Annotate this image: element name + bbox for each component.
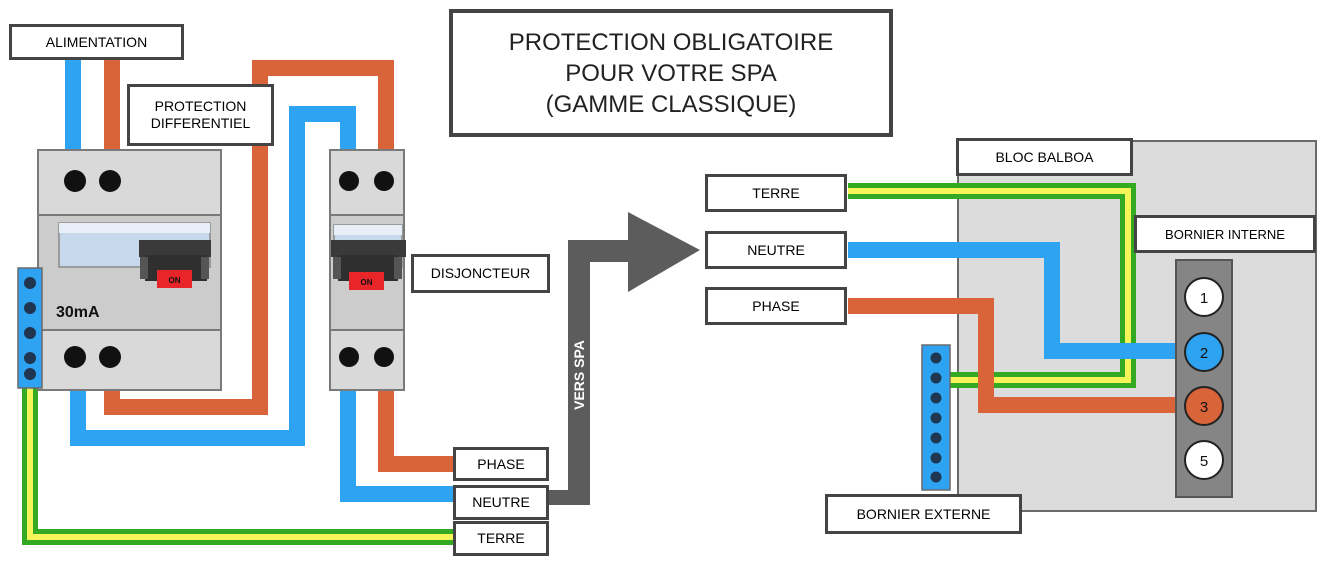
rcd-screw-top-left	[64, 170, 86, 192]
breaker-device	[329, 149, 406, 391]
output-terre-label: TERRE	[453, 521, 549, 556]
rcd-device	[37, 149, 222, 391]
bornier-externe-label: BORNIER EXTERNE	[825, 494, 1022, 534]
breaker-screw-top-left	[339, 171, 359, 191]
terminal-2-label: 2	[1200, 345, 1208, 362]
terminal-1-label: 1	[1200, 290, 1208, 307]
disjoncteur-label: DISJONCTEUR	[411, 254, 550, 293]
internal-terminal-block	[1175, 259, 1233, 498]
title-line-2: POUR VOTRE SPA	[565, 59, 777, 87]
terminal-5-label: 5	[1200, 453, 1208, 470]
terminal-3	[1184, 386, 1224, 426]
vers-spa-label: VERS SPA	[571, 340, 587, 410]
breaker-on-label: ON	[361, 278, 373, 287]
bornier-interne-label: BORNIER INTERNE	[1134, 215, 1316, 253]
spa-neutral-wire	[848, 242, 1185, 359]
title-line-3: (GAMME CLASSIQUE)	[545, 90, 797, 118]
page-title: PROTECTION OBLIGATOIRE POUR VOTRE SPA (G…	[449, 9, 893, 137]
breaker-screw-top-right	[374, 171, 394, 191]
output-phase-label: PHASE	[453, 447, 549, 481]
alimentation-label: ALIMENTATION	[9, 24, 184, 60]
rcd-rating: 30mA	[56, 304, 100, 321]
rcd-neutral-out-wire	[70, 106, 356, 446]
earth-wire-yellow	[27, 382, 456, 540]
terminal-2	[1184, 332, 1224, 372]
protection-label-line-2: DIFFERENTIEL	[150, 115, 251, 131]
rcd-on-label: ON	[169, 276, 181, 285]
spa-phase-label: PHASE	[705, 287, 847, 325]
left-earth-terminal-block	[17, 267, 43, 389]
terminal-1	[1184, 277, 1224, 317]
title-line-1: PROTECTION OBLIGATOIRE	[508, 28, 834, 56]
breaker-screw-bottom-left	[339, 347, 359, 367]
rcd-screw-bottom-right	[99, 346, 121, 368]
rcd-screw-top-right	[99, 170, 121, 192]
breaker-phase-out-wire	[378, 380, 456, 472]
bloc-balboa-label: BLOC BALBOA	[956, 138, 1133, 176]
spa-earth-wire-yellow	[848, 188, 1131, 383]
spa-phase-wire	[848, 298, 1185, 413]
terminal-5	[1184, 440, 1224, 480]
breaker-screw-bottom-right	[374, 347, 394, 367]
spa-terre-label: TERRE	[705, 174, 847, 212]
breaker-on-switch[interactable]	[349, 272, 384, 290]
external-terminal-block	[921, 344, 951, 491]
protection-label-line-1: PROTECTION	[154, 98, 247, 114]
spa-neutre-label: NEUTRE	[705, 231, 847, 269]
output-neutre-label: NEUTRE	[453, 485, 549, 520]
rcd-phase-out-wire	[104, 150, 268, 415]
protection-differentiel-label: PROTECTION DIFFERENTIEL	[127, 84, 274, 146]
vers-spa-arrow	[548, 212, 700, 505]
rcd-on-switch[interactable]	[157, 270, 192, 288]
bloc-balboa-box	[957, 140, 1317, 512]
breaker-neutral-out-wire	[340, 380, 456, 502]
rcd-screw-bottom-left	[64, 346, 86, 368]
terminal-3-label: 3	[1200, 399, 1208, 416]
